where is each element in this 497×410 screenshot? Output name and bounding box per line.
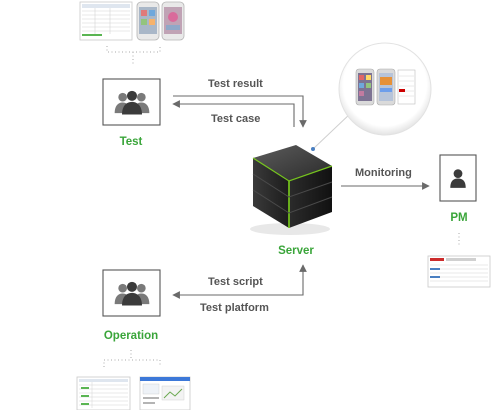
test-phone-thumbnail: [136, 1, 185, 41]
monitoring-label: Monitoring: [355, 167, 412, 179]
operation-spreadsheet-thumbnail: [76, 376, 131, 410]
server-screenshot-magnifier: [338, 42, 432, 136]
test-result-label: Test result: [208, 78, 263, 90]
test-document-thumbnail: [79, 1, 133, 41]
operation-tool-thumbnail: [139, 376, 191, 410]
test-case-arrow: [172, 100, 295, 127]
server-cube-icon: [250, 145, 333, 235]
pm-label: PM: [450, 212, 467, 224]
magnifier-connector: [312, 111, 353, 150]
pm-role-icon: [439, 154, 477, 202]
test-script-label: Test script: [208, 276, 263, 288]
test-thumbnail-connector: [106, 46, 161, 53]
test-case-label: Test case: [211, 113, 260, 125]
operation-label: Operation: [104, 330, 158, 342]
server-label: Server: [278, 245, 314, 257]
pm-report-thumbnail: [427, 255, 491, 288]
test-label: Test: [120, 136, 143, 148]
test-platform-label: Test platform: [200, 302, 269, 314]
operation-role-icon: [102, 269, 161, 317]
test-platform-arrow: [294, 264, 307, 296]
test-result-arrow: [173, 95, 307, 128]
operation-thumbnail-connector: [103, 359, 161, 367]
magnifier-anchor-dot: [311, 147, 315, 151]
test-role-icon: [102, 78, 161, 126]
